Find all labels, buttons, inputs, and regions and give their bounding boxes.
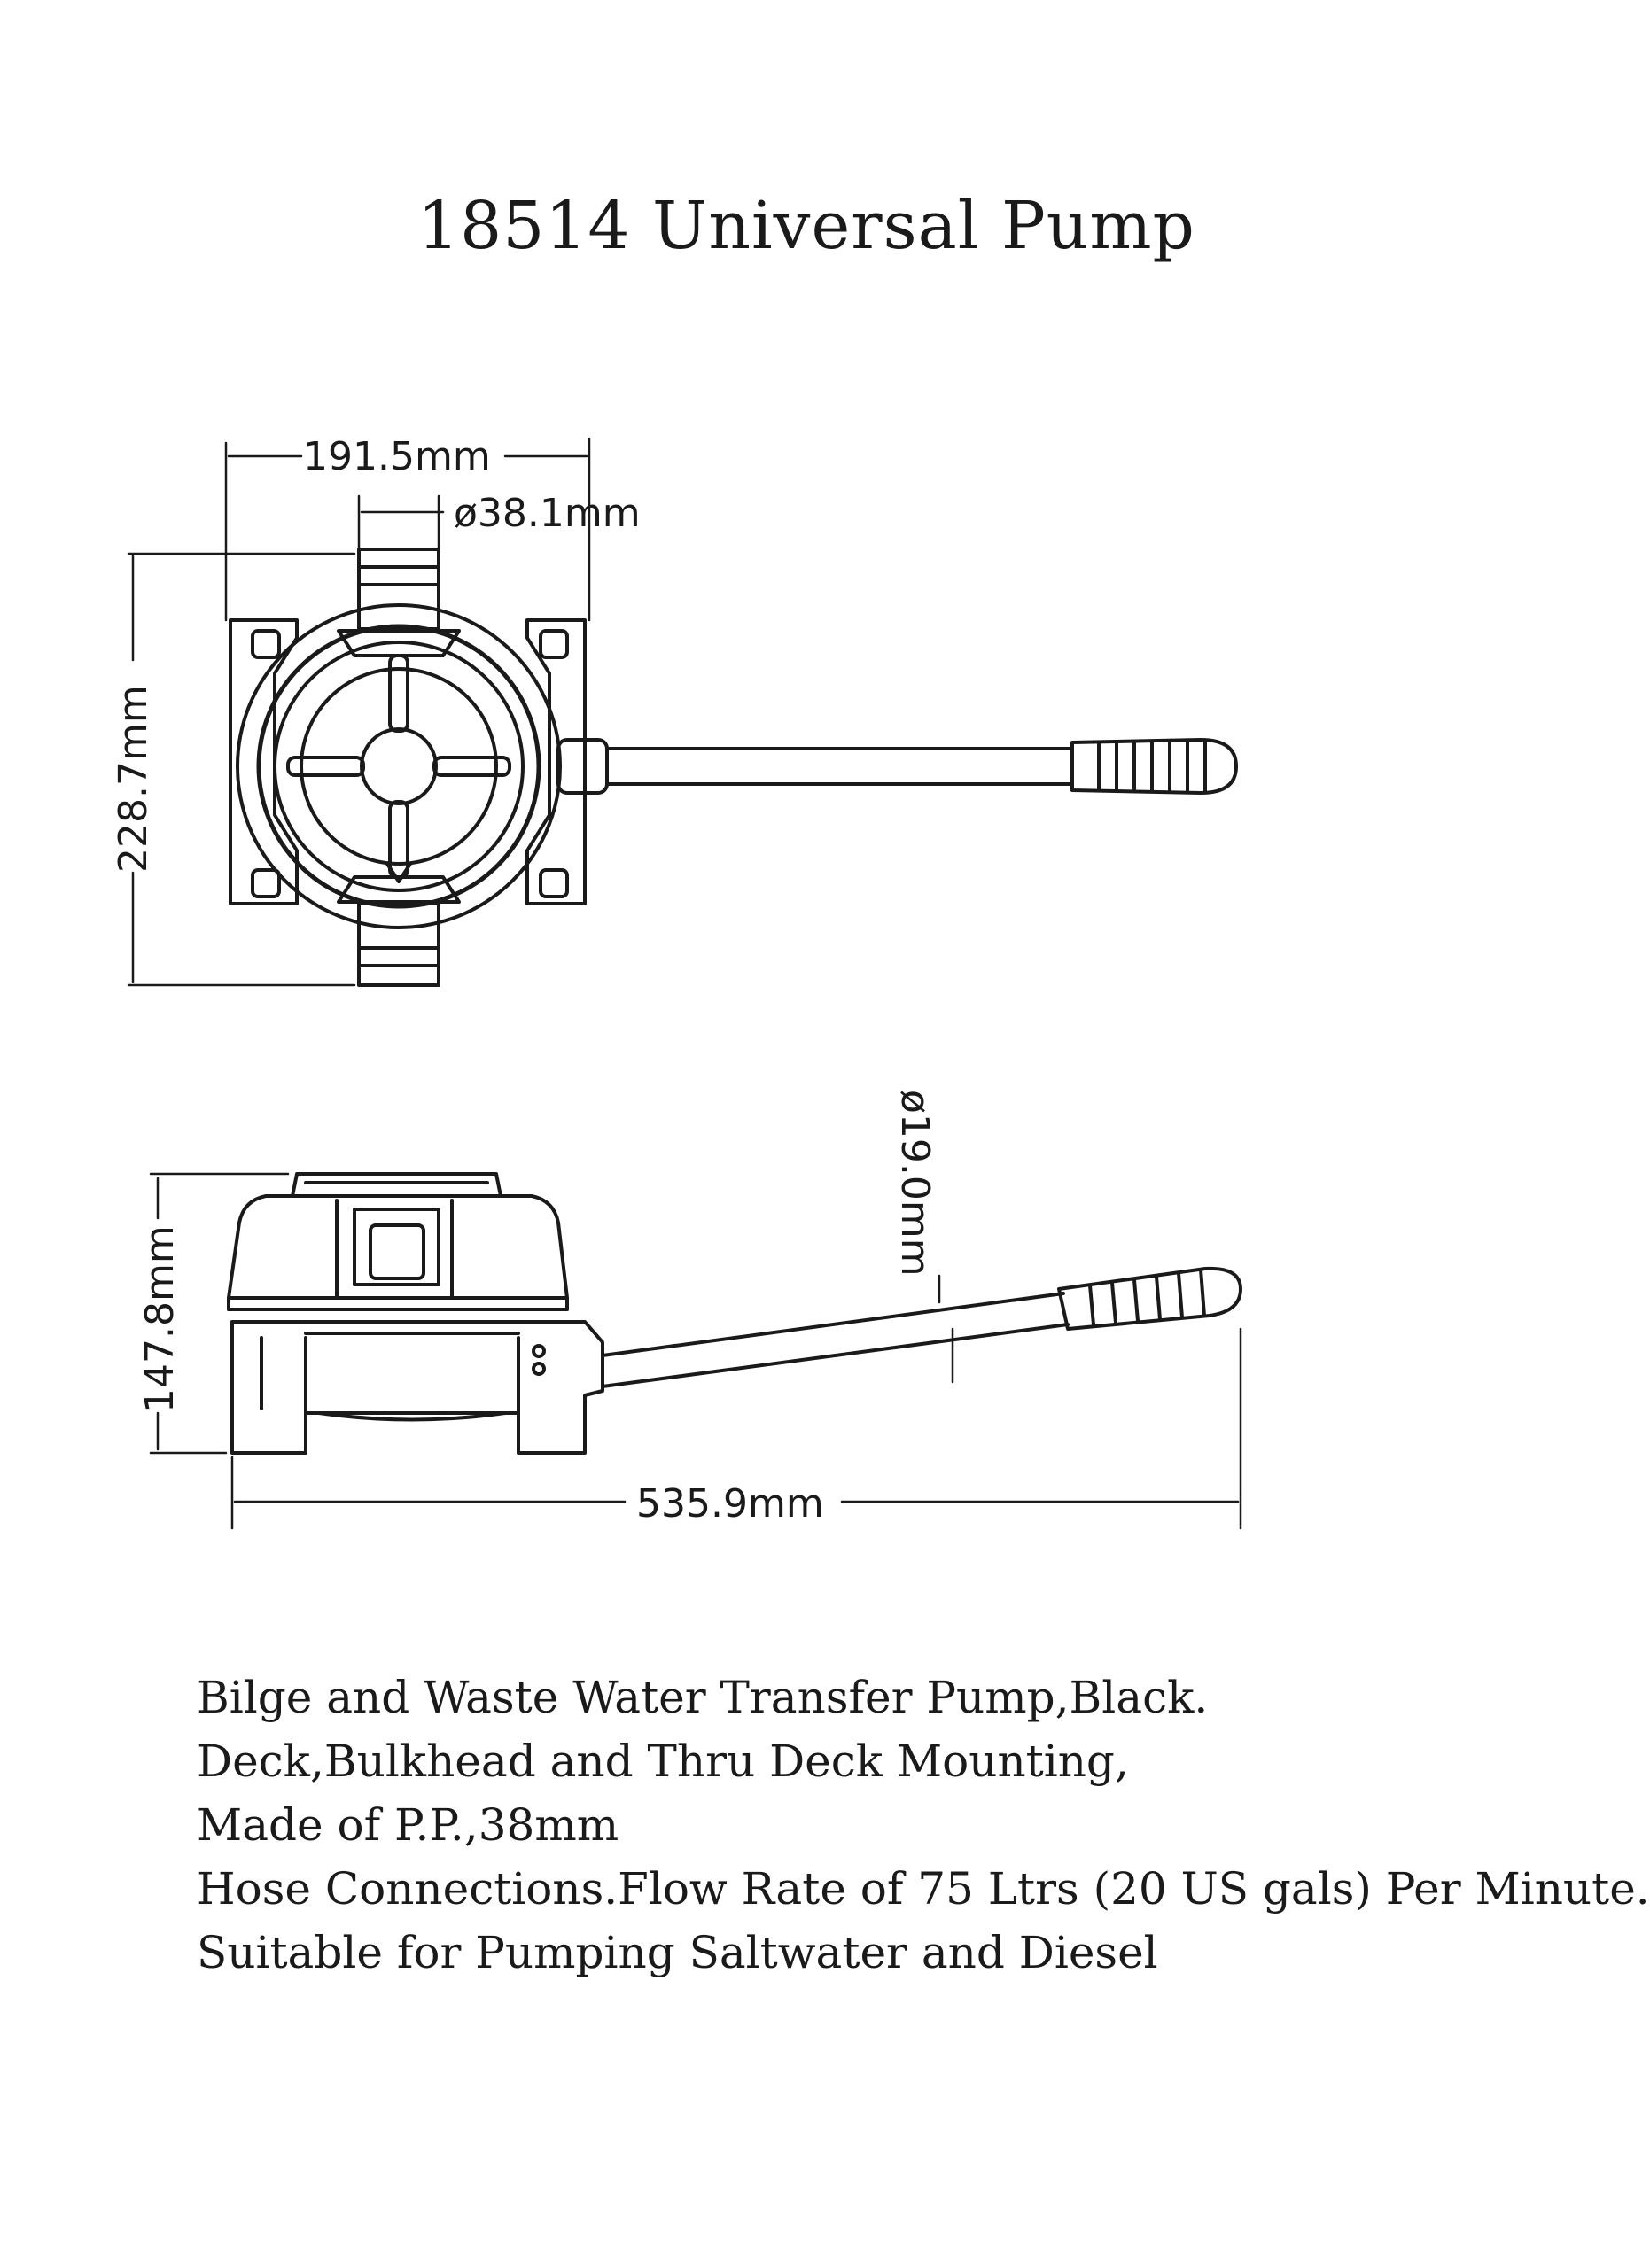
side-view: [227, 1172, 1242, 1455]
dimension-top-width: 191.5mm: [303, 434, 491, 479]
description-line: Bilge and Waste Water Transfer Pump,Blac…: [197, 1672, 1209, 1723]
description-line: Hose Connections.Flow Rate of 75 Ltrs (2…: [197, 1863, 1650, 1915]
drawing-title: 18514 Universal Pump: [417, 188, 1195, 264]
cover-arm: [432, 756, 511, 777]
dimension-overall-length: 535.9mm: [636, 1481, 824, 1526]
cover-knob: [291, 1172, 502, 1198]
description-line: Suitable for Pumping Saltwater and Diese…: [197, 1927, 1158, 1978]
side-handle-grip: [1057, 1266, 1242, 1331]
side-view-dimensions: [149, 1172, 1242, 1530]
dimension-handle-diameter: ø19.0mm: [892, 1090, 938, 1277]
handle-pivot: [556, 738, 609, 795]
description-line: Made of P.P.,38mm: [197, 1799, 619, 1851]
plate-hole: [251, 629, 281, 659]
bottom-hose-port: [357, 902, 440, 987]
top-view-dimensions: [127, 437, 591, 987]
product-description: Bilge and Waste Water Transfer Pump,Blac…: [197, 1666, 1650, 1984]
side-handle-shaft: [601, 1292, 1065, 1357]
description-line: Deck,Bulkhead and Thru Deck Mounting,: [197, 1736, 1129, 1787]
technical-drawing: 191.5mm ø38.1mm 228.7mm ø19.0mm 147.8mm …: [111, 434, 1242, 1530]
plate-hole: [539, 868, 569, 898]
right-mounting-plate: [525, 618, 587, 905]
drawing-sheet: 18514 Universal Pump: [111, 188, 1650, 1984]
pump-upper-body: [227, 1194, 569, 1300]
handle-grip: [1070, 738, 1238, 795]
plate-hole: [539, 629, 569, 659]
pump-body-ring: [256, 624, 541, 909]
flow-arrow-icon: [385, 862, 412, 883]
pump-body-inner: [300, 667, 498, 866]
cover-arm: [388, 654, 409, 733]
dimension-port-diameter: ø38.1mm: [454, 491, 641, 536]
left-mounting-plate: [229, 618, 299, 905]
pump-cover-center: [360, 727, 438, 805]
dimension-side-height: 147.8mm: [137, 1225, 183, 1413]
top-hose-port: [357, 548, 440, 631]
plate-hole: [251, 868, 281, 898]
top-view: [229, 548, 1238, 987]
cover-arm: [286, 756, 365, 777]
cover-arm: [388, 800, 409, 879]
pump-base: [230, 1320, 604, 1455]
dimension-top-height: 228.7mm: [111, 685, 156, 873]
pump-body-ring: [273, 641, 525, 892]
side-hose-port: [353, 1208, 440, 1286]
